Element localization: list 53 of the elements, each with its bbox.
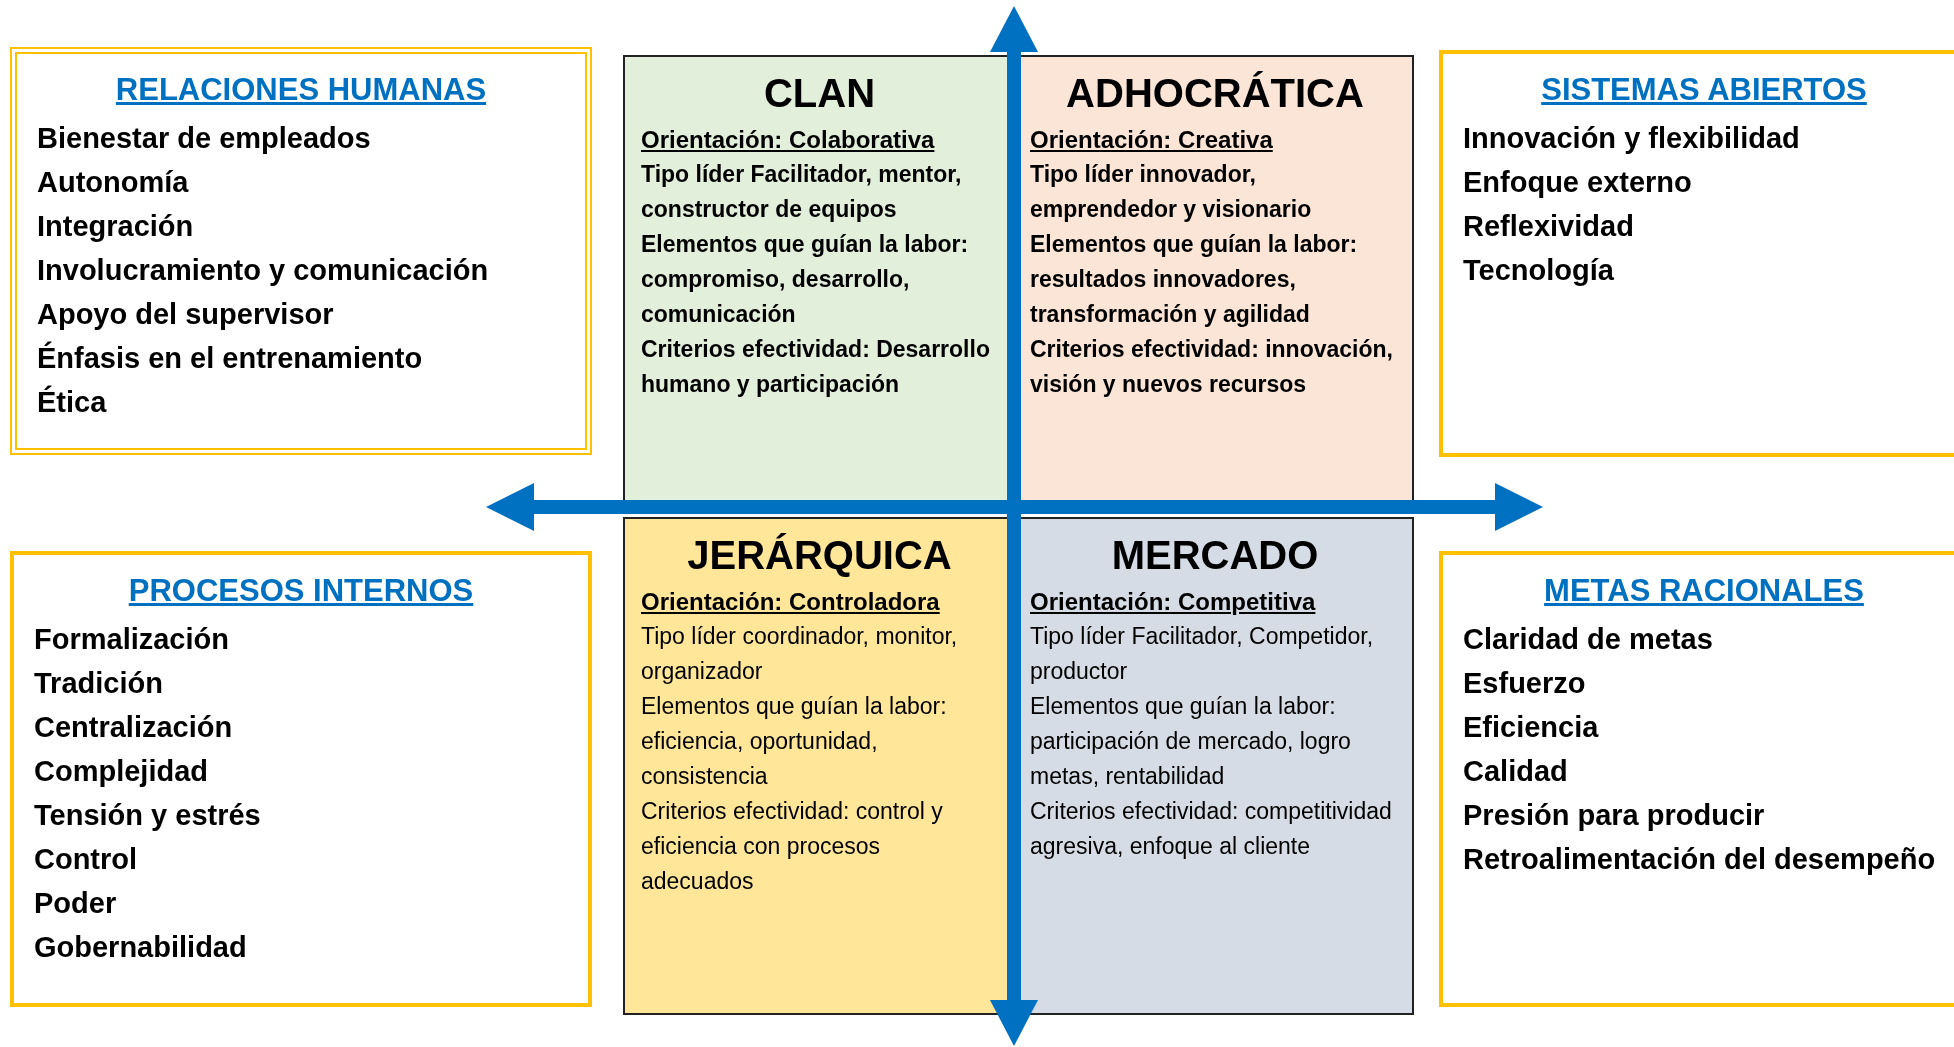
list-item: Bienestar de empleados [37,121,372,156]
list-item: Integración [37,209,195,244]
description-text: Tipo líder Facilitador, mentor, constructor de equipos [641,160,963,224]
description-text: Tipo líder Facilitador, Competidor, productor [1030,622,1375,686]
list-item: Calidad [1463,754,1569,789]
list-item: Gobernabilidad [34,930,248,965]
description-text: Elementos que guían la labor: participación de mercado, logro metas, rentabilidad [1030,692,1352,791]
list-item: Tecnología [1463,253,1615,288]
list-item: Reflexividad [1463,209,1635,244]
quadrant-title: ADHOCRÁTICA [1065,71,1365,116]
description-text: Elementos que guían la labor: compromiso, desarrollo, comunicación [641,230,970,329]
list-item: Involucramiento y comunicación [37,253,490,288]
description-text: Tipo líder innovador, emprendedor y visionario [1030,160,1313,224]
description-text: Criterios efectividad: competitividad agresiva, enfoque al cliente [1030,797,1393,861]
description-text: Elementos que guían la labor: eficiencia, oportunidad, consistencia [641,692,948,791]
box-heading: RELACIONES HUMANAS [115,72,487,108]
quadrant-title: JERÁRQUICA [686,533,953,578]
orientation-text: Orientación: Colaborativa [641,125,936,155]
description-text: Criterios efectividad: control y eficiencia con procesos adecuados [641,797,944,896]
list-item: Tradición [34,666,164,701]
box-heading: METAS RACIONALES [1544,573,1864,609]
list-item: Eficiencia [1463,710,1600,745]
list-item: Control [34,842,139,877]
description-text: Elementos que guían la labor: resultados innovadores, transformación y agilidad [1030,230,1359,329]
list-item: Claridad de metas [1463,622,1714,657]
list-item: Formalización [34,622,230,657]
box-heading: PROCESOS INTERNOS [128,573,474,609]
list-item: Innovación y flexibilidad [1463,121,1801,156]
orientation-text: Orientación: Creativa [1030,125,1274,155]
list-item: Énfasis en el entrenamiento [37,340,424,376]
box-heading: SISTEMAS ABIERTOS [1541,72,1867,108]
list-item: Esfuerzo [1463,666,1587,701]
list-item: Centralización [34,710,234,745]
list-item: Tensión y estrés [34,798,262,833]
description-text: Criterios efectividad: Desarrollo humano y participación [641,335,991,399]
list-item: Retroalimentación del desempeño [1463,842,1937,877]
list-item: Enfoque externo [1463,165,1693,200]
quadrant-title: CLAN [762,71,877,116]
list-item: Apoyo del supervisor [37,297,335,332]
description-text: Tipo líder coordinador, monitor, organizador [641,622,959,686]
category-box [1439,551,1954,1007]
orientation-text: Orientación: Competitiva [1030,587,1317,617]
orientation-text: Orientación: Controladora [641,587,941,617]
category-box [10,551,592,1007]
category-box [10,47,592,455]
description-text: Criterios efectividad: innovación, visión y nuevos recursos [1030,335,1394,399]
list-item: Autonomía [37,165,190,200]
list-item: Ética [37,384,108,420]
quadrant-title: MERCADO [1110,533,1320,578]
list-item: Complejidad [34,754,209,789]
list-item: Poder [34,886,118,921]
category-box [1439,50,1954,457]
list-item: Presión para producir [1463,798,1766,833]
